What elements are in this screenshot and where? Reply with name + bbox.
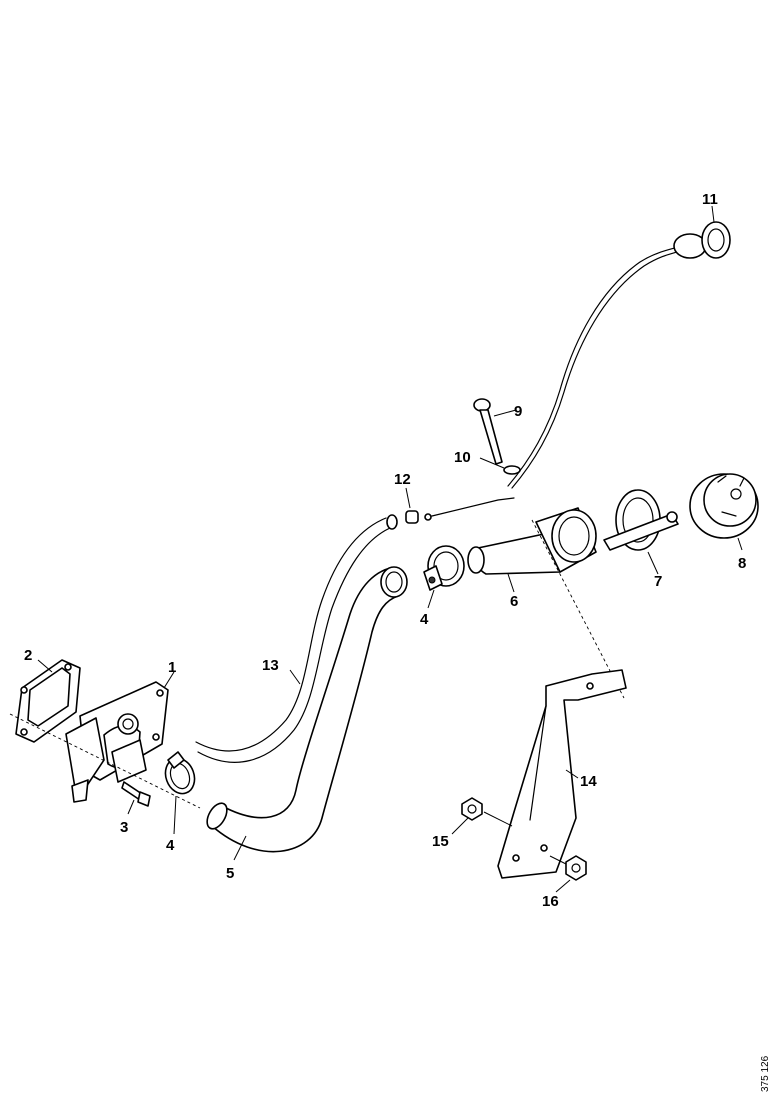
leader-lines — [37, 205, 743, 893]
callout-10: 10 — [454, 449, 471, 466]
part-4-clamp-upper — [423, 545, 465, 591]
part-2-gasket — [15, 659, 81, 743]
callout-13: 13 — [262, 657, 279, 674]
callout-4-upper: 4 — [420, 611, 429, 628]
callout-5: 5 — [226, 865, 234, 882]
part-12-fitting — [405, 510, 432, 524]
callout-6: 6 — [510, 593, 518, 610]
part-14-bracket — [497, 669, 627, 879]
axis-line-nut-15 — [483, 811, 513, 827]
callout-14: 14 — [580, 773, 597, 790]
part-5-filler-hose — [206, 566, 408, 853]
callout-12: 12 — [394, 471, 411, 488]
part-7-seal — [603, 489, 679, 551]
part-13-breather-hose — [195, 514, 398, 763]
part-11-tether — [507, 221, 731, 489]
part-8-filler-cap — [689, 473, 759, 539]
part-3-screw — [121, 781, 151, 807]
callout-1: 1 — [168, 659, 176, 676]
callout-9: 9 — [514, 403, 522, 420]
part-1-housing — [65, 681, 169, 803]
callout-7: 7 — [654, 573, 662, 590]
part-9-bolt — [473, 398, 503, 465]
axis-line-nut-16 — [549, 855, 567, 865]
part-6-filler-neck — [467, 507, 597, 575]
part-10-washer — [503, 465, 521, 475]
callout-3: 3 — [120, 819, 128, 836]
callout-15: 15 — [432, 833, 449, 850]
part-4-clamp-lower — [164, 751, 196, 795]
part-15-nut — [461, 797, 483, 821]
callout-4-lower: 4 — [166, 837, 175, 854]
part-16-nut — [565, 855, 587, 881]
callout-11: 11 — [702, 191, 718, 208]
callout-16: 16 — [542, 893, 559, 910]
axis-line-gasket — [9, 713, 201, 809]
callout-labels: 1 2 3 4 4 5 6 7 8 9 10 11 12 13 14 15 16 — [24, 191, 746, 910]
callout-8: 8 — [738, 555, 746, 572]
document-code: 375 126 — [760, 1055, 771, 1092]
callout-2: 2 — [24, 647, 32, 664]
vent-tube — [431, 497, 515, 517]
